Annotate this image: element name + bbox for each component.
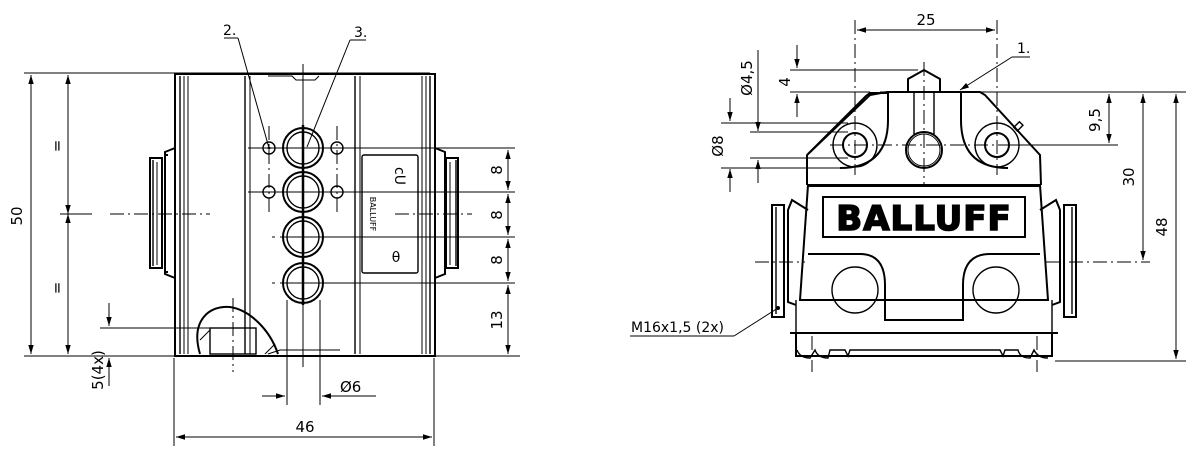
callout-1-label: 1. bbox=[1017, 41, 1030, 57]
callout-2-label: 2. bbox=[223, 23, 236, 39]
dim-spacing-3: 8 bbox=[488, 255, 506, 265]
ce-mark: θ bbox=[392, 250, 401, 266]
certification-mark: cU bbox=[391, 167, 407, 185]
dim-mounting: 5(4x) bbox=[89, 350, 107, 390]
callout-3-label: 3. bbox=[354, 25, 367, 41]
right-view: BALLUFF 25 4 bbox=[630, 11, 1186, 372]
dim-equal-lower: = bbox=[48, 282, 66, 295]
balluff-logo: BALLUFF bbox=[836, 199, 1011, 239]
dim-inner-diameter: Ø4,5 bbox=[738, 60, 756, 96]
dim-spacing-2: 8 bbox=[488, 210, 506, 220]
dim-hole-spacing: 25 bbox=[916, 11, 935, 29]
dim-bottom-offset: 13 bbox=[488, 310, 506, 329]
left-view: cU θ BALLUFF bbox=[8, 23, 520, 446]
dim-spacing-1: 8 bbox=[488, 165, 506, 175]
dim-overall-height: 50 bbox=[8, 206, 26, 225]
hole-column bbox=[248, 64, 515, 405]
dim-mid-height: 30 bbox=[1120, 167, 1138, 186]
dim-overall-height-right: 48 bbox=[1153, 217, 1171, 236]
dim-hole-offset: 9,5 bbox=[1086, 108, 1104, 132]
thread-label: M16x1,5 (2x) bbox=[631, 320, 724, 336]
dim-hole-diameter: Ø6 bbox=[340, 378, 361, 396]
dim-outer-diameter: Ø8 bbox=[709, 135, 727, 156]
dim-top-offset: 4 bbox=[776, 77, 794, 87]
dim-equal-upper: = bbox=[48, 140, 66, 153]
plate-logo-text: BALLUFF bbox=[368, 197, 377, 232]
dim-overall-width: 46 bbox=[295, 418, 314, 436]
